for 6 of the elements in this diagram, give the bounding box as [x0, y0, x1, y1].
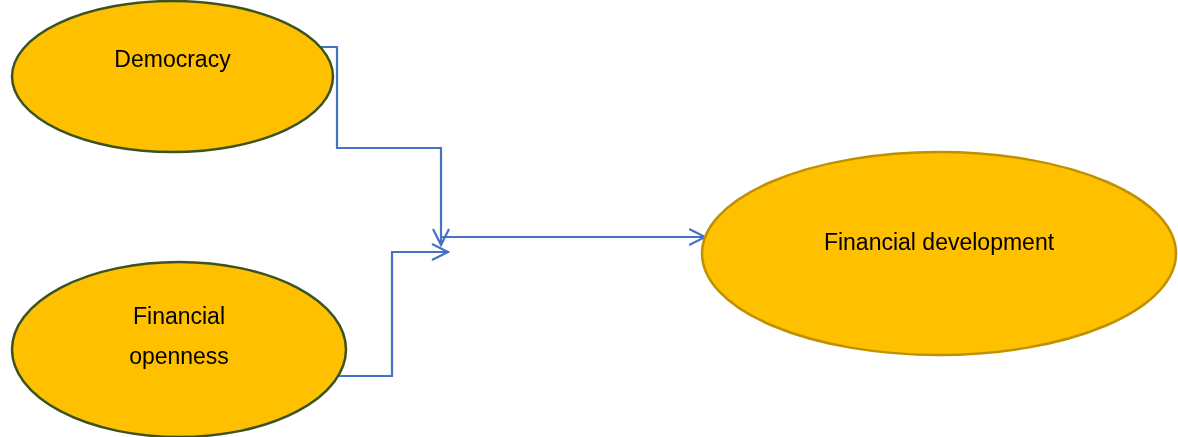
arrow: [441, 227, 707, 247]
node-label: Financial development: [823, 227, 1055, 257]
node-label: Democracy: [114, 44, 231, 74]
node-label: Financial openness: [128, 301, 230, 371]
arrow: [320, 45, 451, 247]
arrow: [338, 242, 450, 378]
